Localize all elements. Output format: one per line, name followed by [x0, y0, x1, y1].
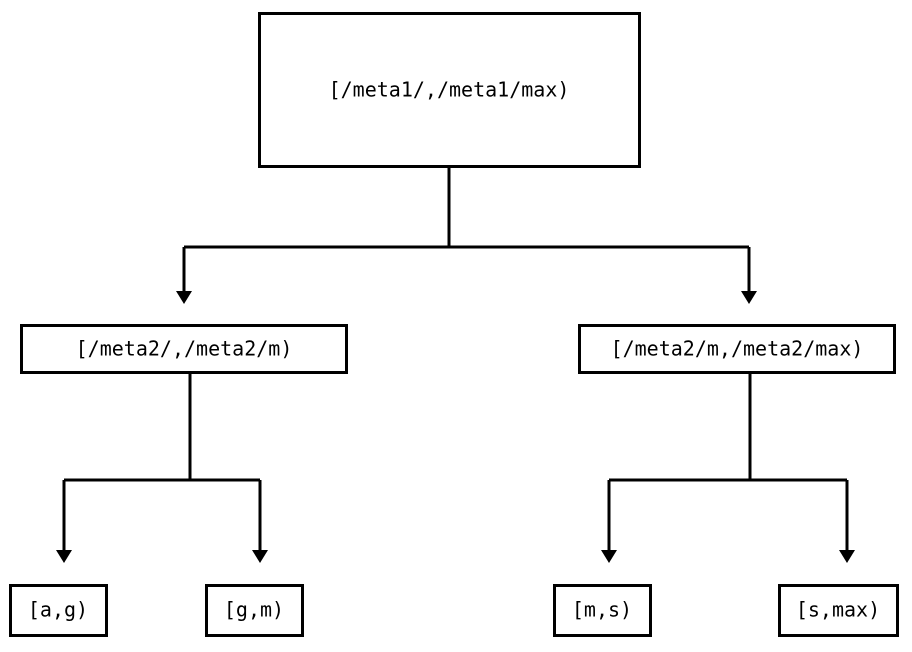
node-leaf-ag[interactable]: [a,g): [9, 584, 108, 637]
node-leaf-ms-label: [m,s): [572, 598, 632, 622]
arrowhead-leaf-smax: [839, 550, 855, 563]
node-leaf-smax[interactable]: [s,max): [778, 584, 899, 637]
node-leaf-smax-box[interactable]: [778, 584, 899, 637]
node-mid-right-label: [/meta2/m,/meta2/max): [611, 337, 864, 361]
arrowhead-leaf-ag: [56, 550, 72, 563]
node-leaf-gm-box[interactable]: [205, 584, 304, 637]
node-leaf-ag-box[interactable]: [9, 584, 108, 637]
edge-group-mid-left: [56, 373, 268, 563]
edge-group-mid-right: [601, 373, 855, 563]
node-mid-right-box[interactable]: [578, 324, 896, 374]
node-root[interactable]: [/meta1/,/meta1/max): [258, 12, 641, 168]
node-leaf-gm-label: [g,m): [224, 598, 284, 622]
edge-group-root: [176, 167, 757, 304]
arrowhead-leaf-ms: [601, 550, 617, 563]
node-leaf-ag-label: [a,g): [28, 598, 88, 622]
node-root-box[interactable]: [258, 12, 641, 168]
arrowhead-leaf-gm: [252, 550, 268, 563]
node-leaf-gm[interactable]: [g,m): [205, 584, 304, 637]
node-mid-left[interactable]: [/meta2/,/meta2/m): [20, 324, 348, 374]
node-leaf-smax-label: [s,max): [796, 598, 880, 622]
node-leaf-ms[interactable]: [m,s): [553, 584, 652, 637]
node-mid-left-label: [/meta2/,/meta2/m): [76, 337, 293, 361]
arrowhead-mid-right: [741, 291, 757, 304]
arrowhead-mid-left: [176, 291, 192, 304]
node-leaf-ms-box[interactable]: [553, 584, 652, 637]
node-mid-left-box[interactable]: [20, 324, 348, 374]
node-mid-right[interactable]: [/meta2/m,/meta2/max): [578, 324, 896, 374]
node-root-label: [/meta1/,/meta1/max): [329, 78, 570, 102]
